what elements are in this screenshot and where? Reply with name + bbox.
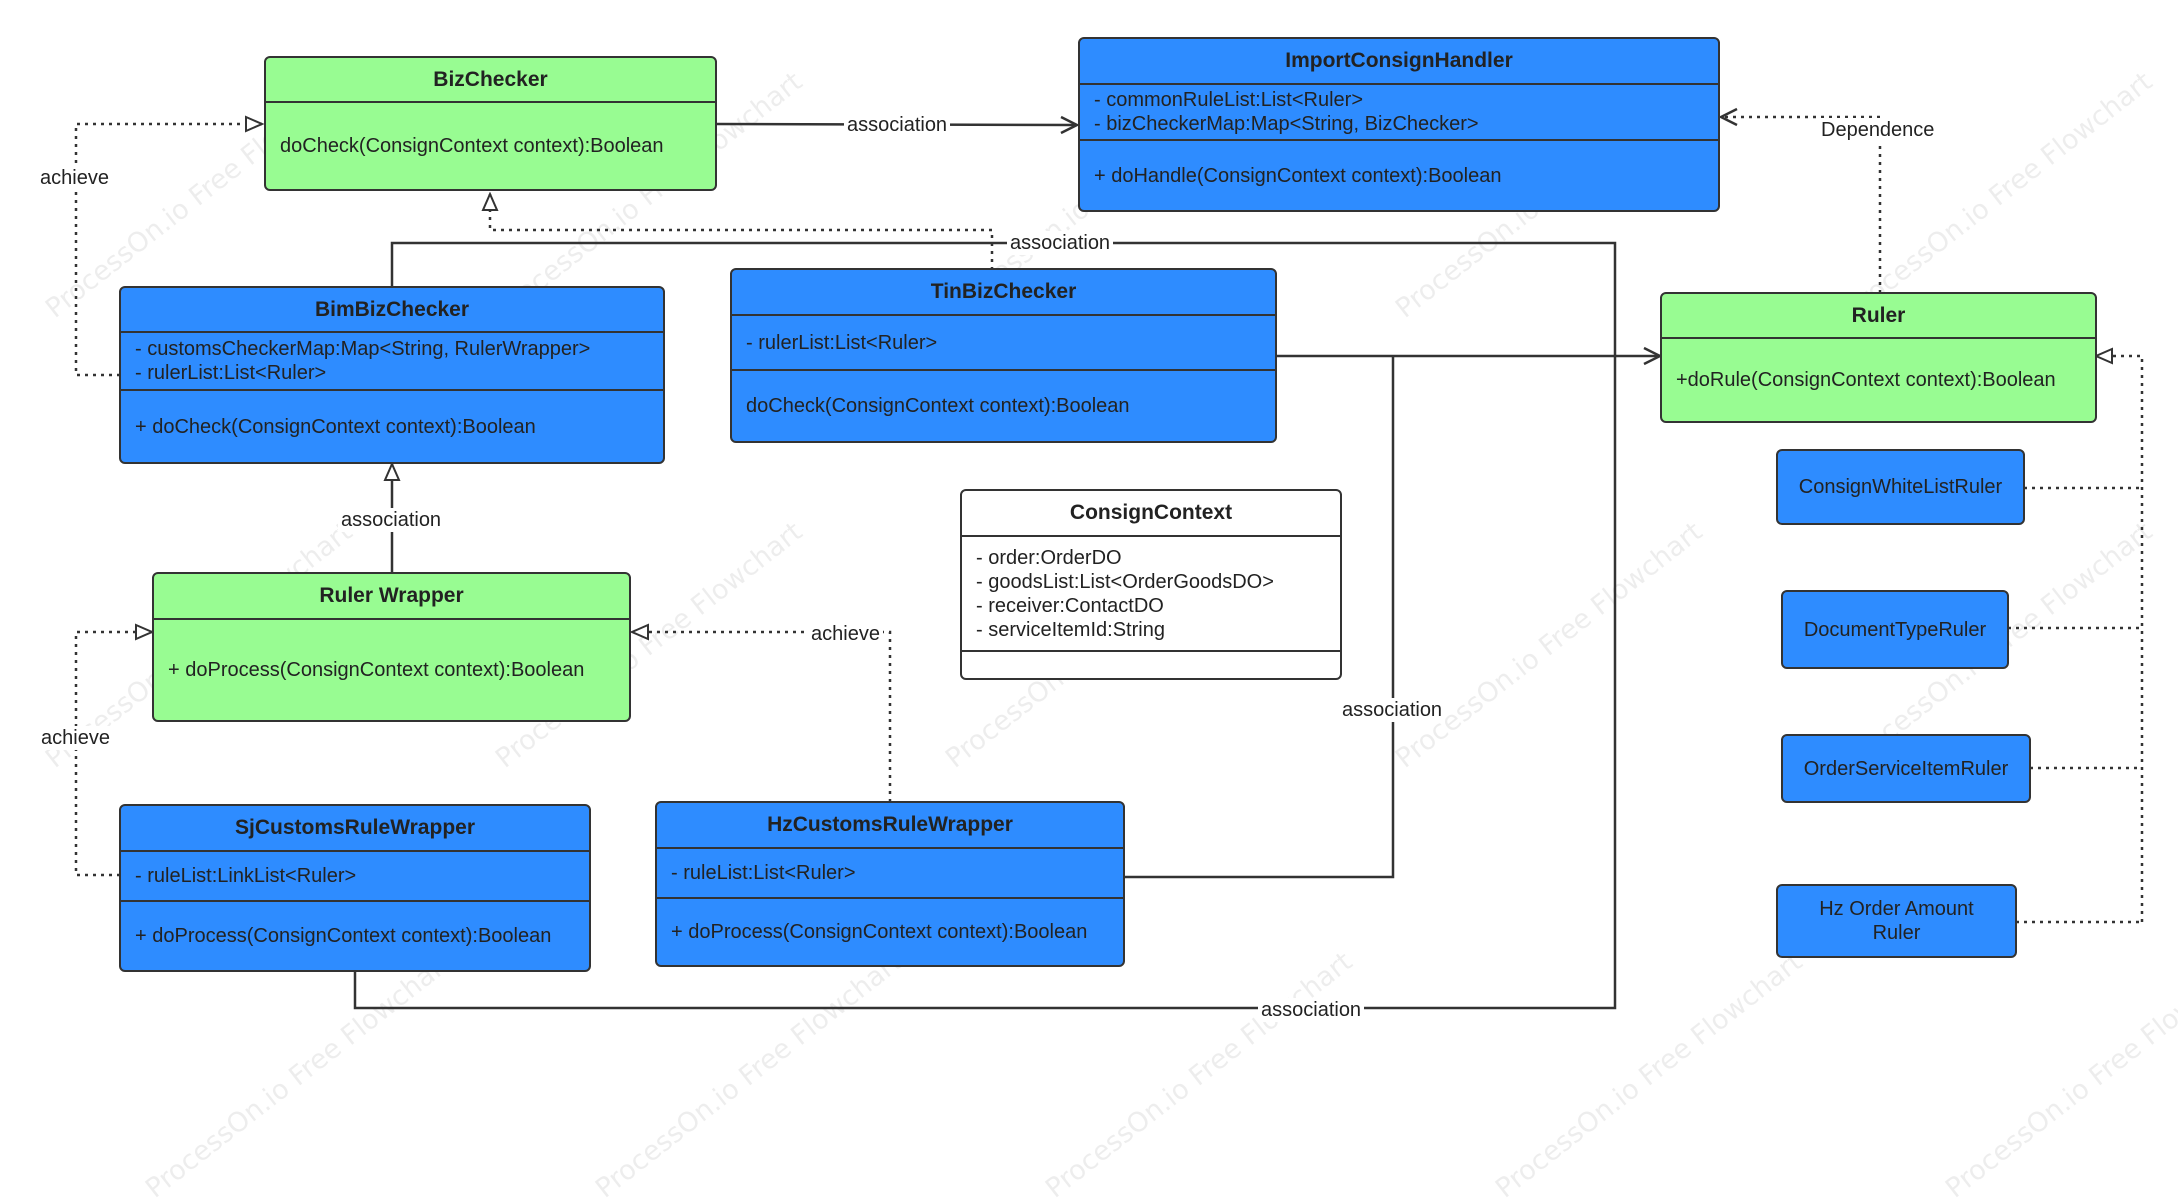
class-methods: +doRule(ConsignContext context):Boolean <box>1662 339 2095 421</box>
class-document-type-ruler[interactable]: DocumentTypeRuler <box>1781 590 2009 669</box>
edge-tin-realize <box>490 194 994 270</box>
edge-label-achieve: achieve <box>808 622 883 646</box>
attribute: - customsCheckerMap:Map<String, RulerWra… <box>135 338 591 360</box>
edge-label-dependence: Dependence <box>1818 118 1938 142</box>
edge-impl-bus <box>2096 356 2144 922</box>
class-methods: + doCheck(ConsignContext context):Boolea… <box>121 391 663 462</box>
class-sj-customs-rule-wrapper[interactable]: SjCustomsRuleWrapper - ruleList:LinkList… <box>119 804 591 972</box>
edge-label-achieve: achieve <box>38 726 113 750</box>
class-name: BimBizChecker <box>121 288 663 333</box>
class-ruler[interactable]: Ruler +doRule(ConsignContext context):Bo… <box>1660 292 2097 423</box>
class-import-consign-handler[interactable]: ImportConsignHandler - commonRuleList:Li… <box>1078 37 1720 212</box>
attribute: - serviceItemId:String <box>976 618 1165 641</box>
edge-bim-achieve <box>74 124 262 377</box>
edge-dependence <box>1721 117 1882 293</box>
edge-hz-association <box>1124 356 1395 879</box>
attribute: - receiver:ContactDO <box>976 594 1164 617</box>
class-name: TinBizChecker <box>732 270 1275 316</box>
class-name: BizChecker <box>266 58 715 103</box>
class-methods: + doProcess(ConsignContext context):Bool… <box>657 899 1123 965</box>
method: + doHandle(ConsignContext context):Boole… <box>1094 164 1502 187</box>
attribute: - rulerList:List<Ruler> <box>135 362 327 384</box>
class-attributes: - ruleList:LinkList<Ruler> <box>121 852 589 902</box>
class-methods: doCheck(ConsignContext context):Boolean <box>732 371 1275 441</box>
class-name: SjCustomsRuleWrapper <box>121 806 589 852</box>
edge-label-achieve: achieve <box>37 166 112 190</box>
edge-label-association: association <box>844 113 951 137</box>
method: + doProcess(ConsignContext context):Bool… <box>135 925 552 947</box>
class-hz-order-amount-ruler[interactable]: Hz Order Amount Ruler <box>1776 884 2017 958</box>
attribute: - commonRuleList:List<Ruler> <box>1094 89 1363 111</box>
class-methods <box>962 652 1340 678</box>
class-biz-checker[interactable]: BizChecker doCheck(ConsignContext contex… <box>264 56 717 191</box>
class-tin-biz-checker[interactable]: TinBizChecker - rulerList:List<Ruler> do… <box>730 268 1277 443</box>
attribute: - bizCheckerMap:Map<String, BizChecker> <box>1094 113 1479 135</box>
class-name: ConsignWhiteListRuler <box>1798 476 2003 498</box>
edge-label-association: association <box>1258 998 1365 1022</box>
class-consign-context[interactable]: ConsignContext - order:OrderDO - goodsLi… <box>960 489 1342 680</box>
attribute: - ruleList:List<Ruler> <box>671 862 856 884</box>
edge-bim-association <box>353 241 1617 1010</box>
class-attributes: - order:OrderDO - goodsList:List<OrderGo… <box>962 537 1340 652</box>
class-name: Ruler <box>1662 294 2095 339</box>
method: + doProcess(ConsignContext context):Bool… <box>168 659 585 681</box>
class-attributes: - commonRuleList:List<Ruler> - bizChecke… <box>1080 85 1718 141</box>
connector-layer <box>74 0 2144 1010</box>
class-hz-customs-rule-wrapper[interactable]: HzCustomsRuleWrapper - ruleList:List<Rul… <box>655 801 1125 967</box>
class-methods: + doProcess(ConsignContext context):Bool… <box>121 902 589 970</box>
class-name: Ruler Wrapper <box>154 574 629 620</box>
edge-label-association: association <box>1007 231 1114 255</box>
class-name: ConsignContext <box>962 491 1340 537</box>
edge-label-association: association <box>338 508 445 532</box>
method: doCheck(ConsignContext context):Boolean <box>746 395 1130 417</box>
class-order-service-item-ruler[interactable]: OrderServiceItemRuler <box>1781 734 2031 803</box>
method: +doRule(ConsignContext context):Boolean <box>1676 369 2056 391</box>
class-bim-biz-checker[interactable]: BimBizChecker - customsCheckerMap:Map<St… <box>119 286 665 464</box>
attribute: - ruleList:LinkList<Ruler> <box>135 865 357 887</box>
attribute: - order:OrderDO <box>976 546 1122 569</box>
class-name: OrderServiceItemRuler <box>1803 757 2009 780</box>
class-methods: doCheck(ConsignContext context):Boolean <box>266 103 715 189</box>
class-ruler-wrapper[interactable]: Ruler Wrapper + doProcess(ConsignContext… <box>152 572 631 722</box>
edge-hz-achieve <box>632 632 892 802</box>
edge-label-association: association <box>1339 698 1446 722</box>
class-consign-white-list-ruler[interactable]: ConsignWhiteListRuler <box>1776 449 2025 525</box>
attribute: - goodsList:List<OrderGoodsDO> <box>976 570 1274 593</box>
method: + doCheck(ConsignContext context):Boolea… <box>135 415 536 438</box>
class-attributes: - rulerList:List<Ruler> <box>732 316 1275 371</box>
class-name: HzCustomsRuleWrapper <box>657 803 1123 849</box>
class-methods: + doProcess(ConsignContext context):Bool… <box>154 620 629 720</box>
class-name: DocumentTypeRuler <box>1803 618 1987 641</box>
attribute: - rulerList:List<Ruler> <box>746 331 938 354</box>
class-name: ImportConsignHandler <box>1080 39 1718 85</box>
class-attributes: - customsCheckerMap:Map<String, RulerWra… <box>121 333 663 391</box>
method: doCheck(ConsignContext context):Boolean <box>280 135 664 157</box>
class-attributes: - ruleList:List<Ruler> <box>657 849 1123 899</box>
method: + doProcess(ConsignContext context):Bool… <box>671 921 1088 943</box>
class-methods: + doHandle(ConsignContext context):Boole… <box>1080 141 1718 210</box>
class-name: Hz Order Amount Ruler <box>1819 898 1974 944</box>
